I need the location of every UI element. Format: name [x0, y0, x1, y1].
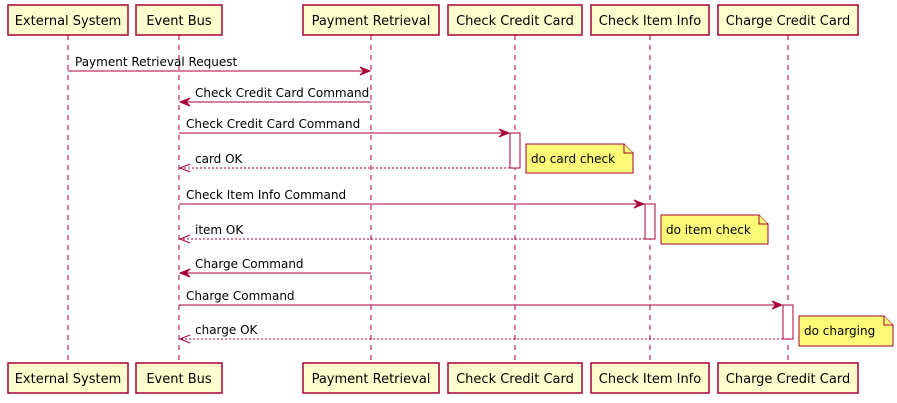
note-fold-corner: [623, 144, 633, 154]
participant-box: [590, 4, 710, 36]
participants-top: External System Event Bus Payment Retrieva…: [7, 4, 859, 36]
participant-label: Check Credit Card: [456, 372, 574, 387]
top-participant-5[interactable]: Charge Credit Card: [717, 4, 859, 36]
participant-label: Charge Credit Card: [726, 372, 850, 387]
note-1: do item check: [660, 214, 769, 245]
arrow-head: [178, 234, 191, 244]
arrow-head: [178, 334, 191, 344]
arrow-head: [178, 268, 191, 278]
arrow-head: [359, 66, 372, 76]
message-label: Payment Retrieval Request: [75, 55, 238, 69]
message-3: card OK: [178, 152, 510, 173]
message-5: item OK: [178, 223, 645, 244]
participant-box: [135, 4, 223, 36]
participant-label: Payment Retrieval: [312, 14, 431, 29]
note-body: [798, 315, 894, 347]
participant-box: [7, 4, 129, 36]
bottom-participant-5[interactable]: Charge Credit Card: [717, 362, 859, 394]
participant-box: [717, 362, 859, 394]
participant-label: External System: [15, 372, 122, 387]
participant-label: Event Bus: [146, 14, 212, 29]
message-4: Check Item Info Command: [179, 188, 646, 209]
bottom-participant-3[interactable]: Check Credit Card: [447, 362, 583, 394]
top-participant-3[interactable]: Check Credit Card: [447, 4, 583, 36]
participant-label: External System: [15, 14, 122, 29]
message-label: charge OK: [195, 323, 259, 337]
message-7: Charge Command: [179, 289, 784, 310]
participant-box: [135, 362, 223, 394]
note-fold-corner: [758, 215, 768, 225]
top-participant-0[interactable]: External System: [7, 4, 129, 36]
participant-label: Event Bus: [146, 372, 212, 387]
participant-box: [302, 362, 440, 394]
arrow-head: [633, 199, 646, 209]
participant-label: Check Item Info: [599, 14, 701, 29]
bottom-participant-2[interactable]: Payment Retrieval: [302, 362, 440, 394]
arrow-head: [178, 163, 191, 173]
participant-box: [302, 4, 440, 36]
bottom-participant-4[interactable]: Check Item Info: [590, 362, 710, 394]
message-label: card OK: [195, 152, 244, 166]
activation-bar-2: [782, 304, 794, 340]
participant-box: [447, 362, 583, 394]
arrow-head: [178, 97, 191, 107]
activations: [509, 132, 794, 340]
note-0: do card check: [525, 143, 634, 174]
top-participant-2[interactable]: Payment Retrieval: [302, 4, 440, 36]
activation-bar-1: [644, 203, 656, 240]
note-text: do card check: [531, 152, 615, 166]
arrow-head: [498, 128, 511, 138]
participant-label: Charge Credit Card: [726, 14, 850, 29]
participant-box: [717, 4, 859, 36]
note-text: do charging: [804, 324, 875, 338]
message-0: Payment Retrieval Request: [68, 55, 372, 76]
participants-bottom: External System Event Bus Payment Retrieva…: [7, 362, 859, 394]
top-participant-1[interactable]: Event Bus: [135, 4, 223, 36]
lifelines: [67, 35, 789, 363]
top-participant-4[interactable]: Check Item Info: [590, 4, 710, 36]
participant-label: Payment Retrieval: [312, 372, 431, 387]
bottom-participant-1[interactable]: Event Bus: [135, 362, 223, 394]
message-label: Check Credit Card Command: [186, 117, 360, 131]
note-body: [660, 214, 769, 245]
message-2: Check Credit Card Command: [179, 117, 511, 138]
message-label: Check Item Info Command: [186, 188, 346, 202]
message-6: Charge Command: [178, 257, 371, 278]
message-label: Charge Command: [186, 289, 295, 303]
participant-label: Check Credit Card: [456, 14, 574, 29]
message-label: item OK: [195, 223, 244, 237]
note-text: do item check: [666, 223, 751, 237]
message-8: charge OK: [178, 323, 783, 344]
participant-box: [447, 4, 583, 36]
message-label: Charge Command: [195, 257, 304, 271]
notes: do card check do item check do charging: [525, 143, 894, 347]
note-2: do charging: [798, 315, 894, 347]
note-fold-corner: [883, 316, 893, 326]
note-body: [525, 143, 634, 174]
message-1: Check Credit Card Command: [178, 86, 371, 107]
participant-label: Check Item Info: [599, 372, 701, 387]
activation-bar-0: [509, 132, 521, 169]
arrow-head: [771, 300, 784, 310]
participant-box: [590, 362, 710, 394]
participant-box: [7, 362, 129, 394]
bottom-participant-0[interactable]: External System: [7, 362, 129, 394]
message-label: Check Credit Card Command: [195, 86, 369, 100]
